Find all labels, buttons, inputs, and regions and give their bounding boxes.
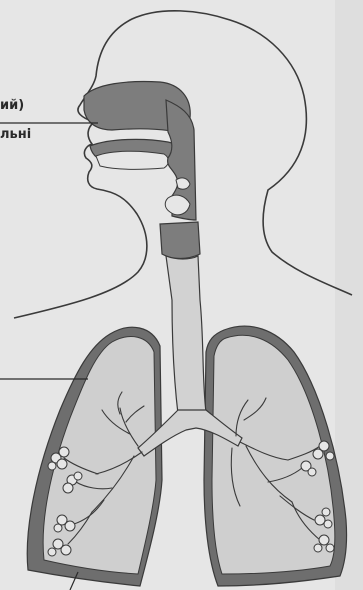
tongue [96,151,169,169]
label-cut-line-2: льні [0,127,31,143]
label-cut-line-1: ий) [0,98,24,114]
larynx [160,222,200,259]
